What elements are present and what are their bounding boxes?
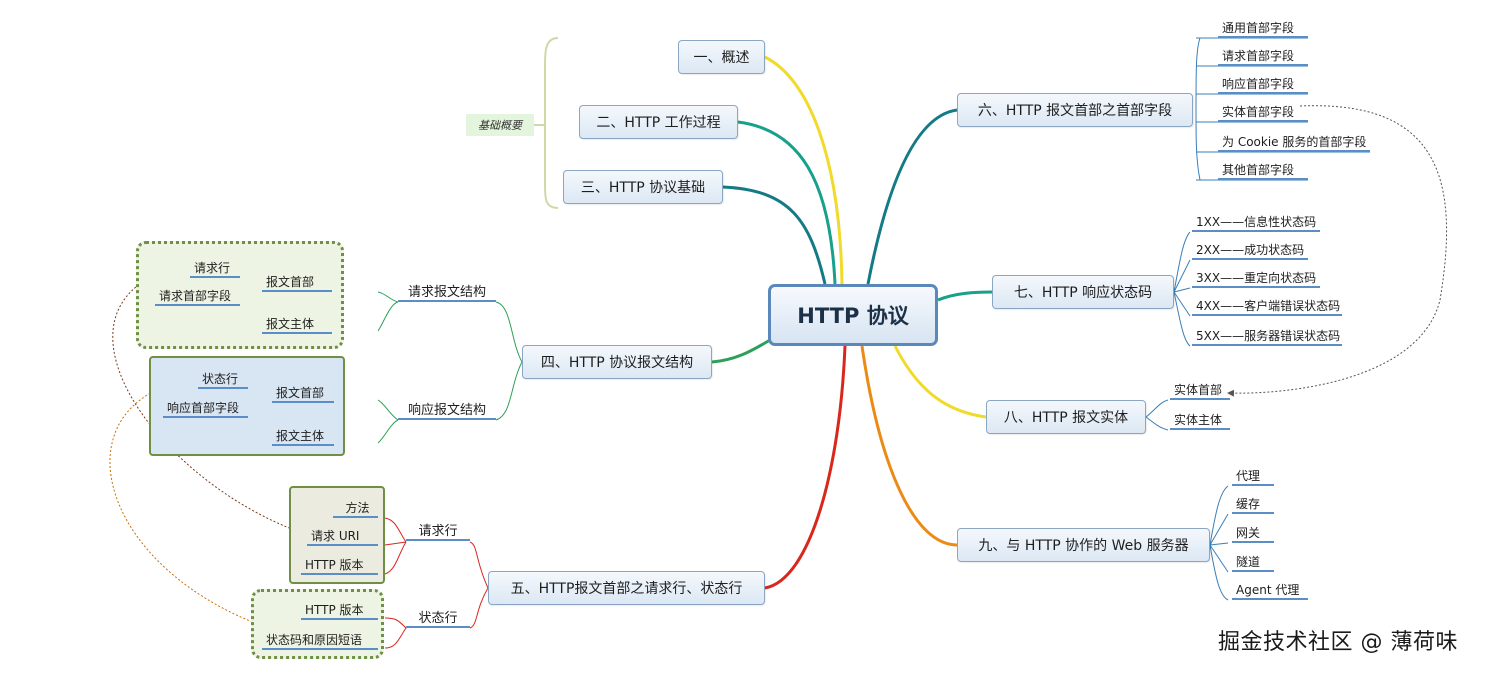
topic-overview[interactable]: 一、概述 xyxy=(678,40,765,74)
topic-status-codes[interactable]: 七、HTTP 响应状态码 xyxy=(992,275,1174,309)
request-body[interactable]: 报文主体 xyxy=(262,314,332,334)
status-code-reason[interactable]: 状态码和原因短语 xyxy=(262,630,378,650)
response-body[interactable]: 报文主体 xyxy=(272,426,334,446)
branch-t5 xyxy=(764,345,847,590)
callout-bracket xyxy=(544,37,559,209)
rel-arrow-status-to-statusline xyxy=(109,376,261,626)
response-header-fields[interactable]: 响应首部字段 xyxy=(163,398,248,418)
response-message-structure[interactable]: 响应报文结构 xyxy=(398,398,496,420)
status-1xx[interactable]: 1XX——信息性状态码 xyxy=(1192,212,1320,232)
entity-header[interactable]: 实体首部 xyxy=(1170,380,1230,400)
callout-basics[interactable]: 基础概要 xyxy=(466,114,534,136)
http-version-request[interactable]: HTTP 版本 xyxy=(301,555,378,575)
branch-t7 xyxy=(937,290,993,302)
topic-message-structure[interactable]: 四、HTTP 协议报文结构 xyxy=(522,345,712,379)
entity-body[interactable]: 实体主体 xyxy=(1170,410,1230,430)
request-message-structure[interactable]: 请求报文结构 xyxy=(398,280,496,302)
status-line-group xyxy=(251,589,384,659)
request-uri[interactable]: 请求 URI xyxy=(307,526,378,546)
topic-header-fields[interactable]: 六、HTTP 报文首部之首部字段 xyxy=(957,93,1193,127)
general-header-fields[interactable]: 通用首部字段 xyxy=(1218,18,1308,38)
topic-request-status-line[interactable]: 五、HTTP报文首部之请求行、状态行 xyxy=(488,571,765,605)
topic-message-entity[interactable]: 八、HTTP 报文实体 xyxy=(986,400,1146,434)
response-header-fields-2[interactable]: 响应首部字段 xyxy=(1218,74,1308,94)
branch-t4 xyxy=(711,338,771,364)
cookie-header-fields[interactable]: 为 Cookie 服务的首部字段 xyxy=(1218,132,1370,152)
request-structure-group xyxy=(136,241,344,349)
request-header-fields[interactable]: 请求首部字段 xyxy=(155,286,240,306)
rel-arrow-uri-to-reqline xyxy=(112,262,306,535)
response-header[interactable]: 报文首部 xyxy=(272,383,334,403)
status-line[interactable]: 状态行 xyxy=(406,606,470,628)
request-line-group xyxy=(289,486,385,584)
request-line[interactable]: 请求行 xyxy=(406,519,470,541)
gateway[interactable]: 网关 xyxy=(1232,523,1274,543)
central-topic[interactable]: HTTP 协议 xyxy=(768,284,938,346)
status-line-item[interactable]: 状态行 xyxy=(198,369,248,389)
response-structure-group xyxy=(149,356,345,456)
branch-t3 xyxy=(722,185,827,285)
topic-http-basics[interactable]: 三、HTTP 协议基础 xyxy=(563,170,723,204)
branch-t2 xyxy=(737,120,837,285)
request-header-fields-2[interactable]: 请求首部字段 xyxy=(1218,46,1308,66)
branch-t8 xyxy=(893,345,987,419)
rel-arrow-entity-headers xyxy=(1227,105,1448,397)
request-header[interactable]: 报文首部 xyxy=(262,272,332,292)
http-version-status[interactable]: HTTP 版本 xyxy=(301,600,378,620)
request-line-item[interactable]: 请求行 xyxy=(190,258,240,278)
branch-t9 xyxy=(860,345,958,547)
method[interactable]: 方法 xyxy=(333,498,378,518)
cache[interactable]: 缓存 xyxy=(1232,494,1274,514)
status-5xx[interactable]: 5XX——服务器错误状态码 xyxy=(1192,326,1342,346)
other-header-fields[interactable]: 其他首部字段 xyxy=(1218,160,1308,180)
topic-web-servers[interactable]: 九、与 HTTP 协作的 Web 服务器 xyxy=(957,528,1210,562)
status-3xx[interactable]: 3XX——重定向状态码 xyxy=(1192,268,1320,288)
branch-t6 xyxy=(866,108,958,285)
entity-header-fields[interactable]: 实体首部字段 xyxy=(1218,102,1308,122)
status-4xx[interactable]: 4XX——客户端错误状态码 xyxy=(1192,296,1342,316)
agent-proxy[interactable]: Agent 代理 xyxy=(1232,580,1308,600)
watermark: 掘金技术社区 @ 薄荷味 xyxy=(1218,630,1458,655)
status-2xx[interactable]: 2XX——成功状态码 xyxy=(1192,240,1308,260)
proxy[interactable]: 代理 xyxy=(1232,466,1274,486)
branch-t1 xyxy=(764,55,844,285)
tunnel[interactable]: 隧道 xyxy=(1232,552,1274,572)
topic-http-process[interactable]: 二、HTTP 工作过程 xyxy=(579,105,738,139)
